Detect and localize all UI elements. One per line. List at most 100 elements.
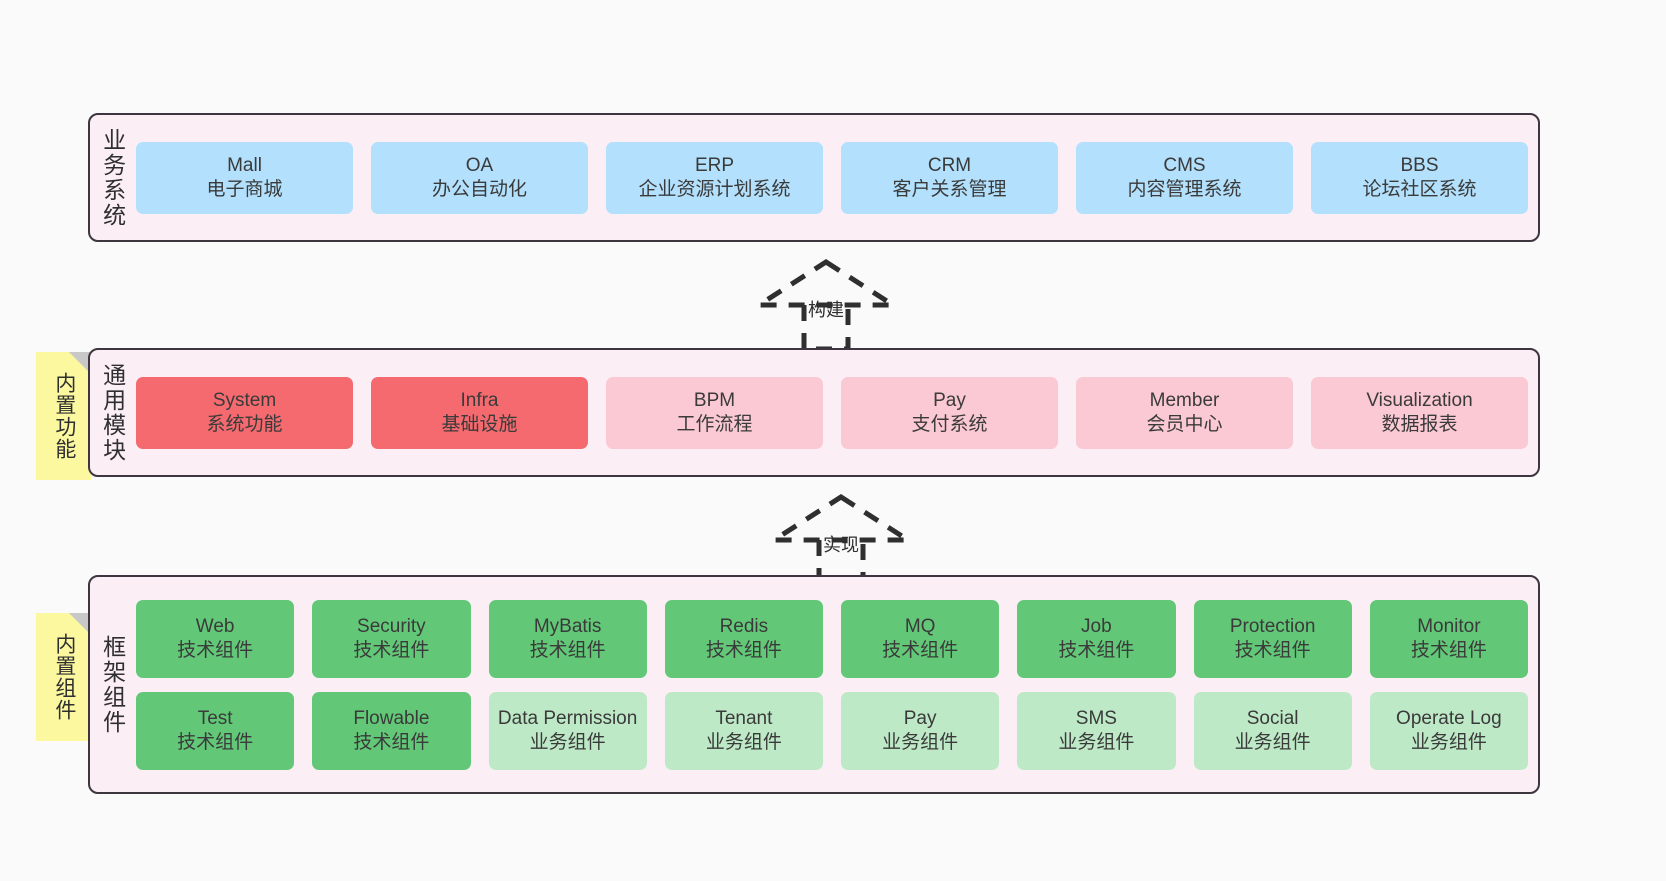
component-security-name: Security (357, 615, 426, 637)
module-cms-name: CMS (1163, 154, 1206, 176)
component-protection-name: Protection (1229, 615, 1316, 637)
component-mybatis[interactable]: MyBatis 技术组件 (488, 599, 647, 678)
layer-title-common: 通用模块 (99, 362, 126, 463)
component-operate-log-desc: 业务组件 (1410, 731, 1487, 753)
module-pay-desc: 支付系统 (911, 413, 988, 435)
module-member-name: Member (1149, 389, 1220, 411)
module-member[interactable]: Member 会员中心 (1076, 376, 1293, 449)
component-data-permission-name: Data Permission (497, 707, 638, 729)
module-bpm-name: BPM (693, 389, 736, 411)
module-mall-name: Mall (227, 154, 262, 176)
component-pay[interactable]: Pay 业务组件 (841, 691, 1000, 770)
component-social[interactable]: Social 业务组件 (1193, 691, 1352, 770)
module-crm-name: CRM (927, 154, 972, 176)
layer-framework-row-1: Web 技术组件 Security 技术组件 MyBatis 技术组件 Redi… (136, 599, 1528, 678)
module-cms[interactable]: CMS 内容管理系统 (1076, 141, 1293, 214)
component-job-name: Job (1081, 615, 1112, 637)
module-pay-name: Pay (933, 389, 966, 411)
module-infra-name: Infra (460, 389, 499, 411)
module-system-desc: 系统功能 (206, 413, 283, 435)
component-redis[interactable]: Redis 技术组件 (664, 599, 823, 678)
component-job-desc: 技术组件 (1058, 639, 1135, 661)
component-protection-desc: 技术组件 (1234, 639, 1311, 661)
module-mall-desc: 电子商城 (206, 178, 283, 200)
connector-implement: 实现 (761, 493, 921, 588)
component-web-desc: 技术组件 (177, 639, 254, 661)
layer-business-systems: 业务系统 Mall 电子商城 OA 办公自动化 ERP 企业资源计划系统 CRM… (88, 113, 1540, 242)
component-web[interactable]: Web 技术组件 (136, 599, 295, 678)
component-tenant-name: Tenant (715, 707, 773, 729)
layer-framework-row-2: Test 技术组件 Flowable 技术组件 Data Permission … (136, 691, 1528, 770)
component-social-desc: 业务组件 (1234, 731, 1311, 753)
component-mq-desc: 技术组件 (882, 639, 959, 661)
module-system[interactable]: System 系统功能 (136, 376, 353, 449)
component-social-name: Social (1246, 707, 1299, 729)
layer-body-common: System 系统功能 Infra 基础设施 BPM 工作流程 Pay 支付系统… (134, 350, 1538, 475)
component-security-desc: 技术组件 (353, 639, 430, 661)
component-data-permission[interactable]: Data Permission 业务组件 (488, 691, 647, 770)
module-cms-desc: 内容管理系统 (1127, 178, 1242, 200)
module-visualization[interactable]: Visualization 数据报表 (1311, 376, 1528, 449)
module-bpm[interactable]: BPM 工作流程 (606, 376, 823, 449)
component-flowable[interactable]: Flowable 技术组件 (312, 691, 471, 770)
component-test-name: Test (197, 707, 233, 729)
component-web-name: Web (195, 615, 235, 637)
layer-common-row-1: System 系统功能 Infra 基础设施 BPM 工作流程 Pay 支付系统… (136, 376, 1528, 449)
layer-common-modules: 通用模块 System 系统功能 Infra 基础设施 BPM 工作流程 Pay… (88, 348, 1540, 477)
note-builtin-functions: 内置功能 (36, 352, 91, 480)
module-crm[interactable]: CRM 客户关系管理 (841, 141, 1058, 214)
module-erp-desc: 企业资源计划系统 (638, 178, 791, 200)
component-mq-name: MQ (904, 615, 936, 637)
module-bpm-desc: 工作流程 (676, 413, 753, 435)
module-mall[interactable]: Mall 电子商城 (136, 141, 353, 214)
component-mybatis-desc: 技术组件 (529, 639, 606, 661)
module-oa-desc: 办公自动化 (431, 178, 527, 200)
module-bbs[interactable]: BBS 论坛社区系统 (1311, 141, 1528, 214)
component-protection[interactable]: Protection 技术组件 (1193, 599, 1352, 678)
component-flowable-name: Flowable (353, 707, 430, 729)
layer-title-business: 业务系统 (99, 127, 126, 228)
module-visualization-desc: 数据报表 (1381, 413, 1458, 435)
component-monitor-desc: 技术组件 (1410, 639, 1487, 661)
module-oa-name: OA (465, 154, 494, 176)
component-flowable-desc: 技术组件 (353, 731, 430, 753)
component-pay-desc: 业务组件 (882, 731, 959, 753)
note-fold-icon (69, 613, 91, 635)
component-test[interactable]: Test 技术组件 (136, 691, 295, 770)
component-security[interactable]: Security 技术组件 (312, 599, 471, 678)
module-pay[interactable]: Pay 支付系统 (841, 376, 1058, 449)
layer-body-framework: Web 技术组件 Security 技术组件 MyBatis 技术组件 Redi… (134, 577, 1538, 792)
module-member-desc: 会员中心 (1146, 413, 1223, 435)
component-pay-name: Pay (903, 707, 937, 729)
component-operate-log-name: Operate Log (1396, 707, 1502, 729)
layer-business-row-1: Mall 电子商城 OA 办公自动化 ERP 企业资源计划系统 CRM 客户关系… (136, 141, 1528, 214)
note-builtin-components: 内置组件 (36, 613, 91, 741)
module-infra-desc: 基础设施 (441, 413, 518, 435)
component-mybatis-name: MyBatis (533, 615, 602, 637)
component-monitor[interactable]: Monitor 技术组件 (1369, 599, 1528, 678)
component-job[interactable]: Job 技术组件 (1017, 599, 1176, 678)
component-data-permission-desc: 业务组件 (529, 731, 606, 753)
module-oa[interactable]: OA 办公自动化 (371, 141, 588, 214)
module-visualization-name: Visualization (1366, 389, 1473, 411)
component-sms[interactable]: SMS 业务组件 (1017, 691, 1176, 770)
component-tenant[interactable]: Tenant 业务组件 (664, 691, 823, 770)
component-mq[interactable]: MQ 技术组件 (841, 599, 1000, 678)
module-system-name: System (212, 389, 277, 411)
component-redis-desc: 技术组件 (705, 639, 782, 661)
connector-build-label: 构建 (808, 300, 844, 320)
component-sms-name: SMS (1075, 707, 1117, 729)
note-fold-icon (69, 352, 91, 374)
component-test-desc: 技术组件 (177, 731, 254, 753)
layer-title-framework: 框架组件 (99, 634, 126, 735)
module-erp-name: ERP (694, 154, 735, 176)
module-infra[interactable]: Infra 基础设施 (371, 376, 588, 449)
module-crm-desc: 客户关系管理 (892, 178, 1007, 200)
note-builtin-functions-label: 内置功能 (52, 372, 76, 460)
layer-body-business: Mall 电子商城 OA 办公自动化 ERP 企业资源计划系统 CRM 客户关系… (134, 115, 1538, 240)
component-operate-log[interactable]: Operate Log 业务组件 (1369, 691, 1528, 770)
connector-build: 构建 (746, 258, 906, 353)
module-bbs-desc: 论坛社区系统 (1362, 178, 1477, 200)
module-erp[interactable]: ERP 企业资源计划系统 (606, 141, 823, 214)
